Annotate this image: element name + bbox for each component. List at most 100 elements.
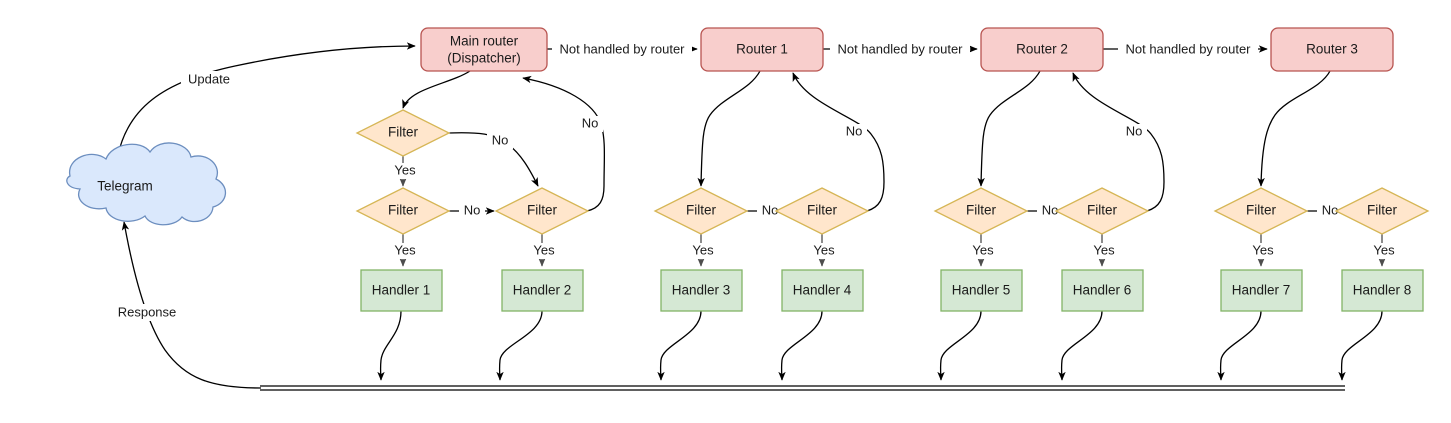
main-router-label-line1: Main router bbox=[450, 34, 519, 49]
handler-3-label: Handler 3 bbox=[672, 283, 731, 298]
handler-4-label: Handler 4 bbox=[793, 283, 852, 298]
edge-label-yes-g-h6: Yes bbox=[1093, 242, 1115, 257]
filter-d-shape bbox=[653, 187, 749, 235]
edge-label-no-d-e: No bbox=[762, 202, 779, 217]
router-3-shape bbox=[1270, 27, 1394, 72]
node-main-router[interactable]: Main router (Dispatcher) bbox=[420, 27, 548, 72]
cloud-shape bbox=[66, 142, 227, 226]
edge-handler-3-to-rail bbox=[657, 310, 702, 381]
router-3-label: Router 3 bbox=[1306, 42, 1358, 57]
main-router-label-line2: (Dispatcher) bbox=[447, 51, 521, 66]
edge-label-layer: Update Response Not handled by router No… bbox=[108, 41, 1399, 321]
node-handler-2[interactable]: Handler 2 bbox=[501, 269, 584, 312]
node-handler-3[interactable]: Handler 3 bbox=[660, 269, 743, 312]
edge-router-3-to-filter-h bbox=[1257, 70, 1331, 187]
node-handler-5[interactable]: Handler 5 bbox=[940, 269, 1023, 312]
handler-5-shape bbox=[940, 269, 1023, 312]
edge-label-no-c-main: No bbox=[582, 115, 599, 130]
handler-4-shape bbox=[781, 269, 864, 312]
edge-main-router-to-filter-a bbox=[402, 70, 471, 109]
edge-filter-g-to-router-2 bbox=[1072, 72, 1165, 212]
filter-h-shape bbox=[1213, 187, 1309, 235]
node-filter-e[interactable]: Filter bbox=[774, 187, 870, 235]
filter-d-label: Filter bbox=[686, 203, 717, 218]
handler-1-label: Handler 1 bbox=[372, 283, 431, 298]
edge-layer: Filter C --> Filter B --> Filter C --> H… bbox=[117, 42, 1386, 391]
edge-label-yes-a-b: Yes bbox=[394, 162, 416, 177]
edge-handler-1-to-rail bbox=[377, 310, 402, 381]
filter-g-label: Filter bbox=[1087, 203, 1118, 218]
filter-c-label: Filter bbox=[527, 203, 558, 218]
node-filter-i[interactable]: Filter bbox=[1334, 187, 1430, 235]
filter-b-label: Filter bbox=[388, 203, 419, 218]
edge-label-update: Update bbox=[188, 71, 230, 86]
edge-router-1-to-filter-d bbox=[697, 70, 761, 187]
handler-8-label: Handler 8 bbox=[1353, 283, 1412, 298]
main-router-shape bbox=[420, 27, 548, 72]
node-handler-1[interactable]: Handler 1 bbox=[360, 269, 443, 312]
filter-a-label: Filter bbox=[388, 125, 419, 140]
node-handler-8[interactable]: Handler 8 bbox=[1341, 269, 1424, 312]
edge-rail-to-telegram bbox=[121, 221, 262, 389]
handler-3-shape bbox=[660, 269, 743, 312]
filter-g-shape bbox=[1054, 187, 1150, 235]
node-filter-a[interactable]: Filter bbox=[355, 109, 451, 157]
node-filter-b[interactable]: Filter bbox=[355, 187, 451, 235]
router-2-shape bbox=[980, 27, 1104, 72]
edge-label-no-b-c: No bbox=[464, 202, 481, 217]
node-router-1[interactable]: Router 1 bbox=[700, 27, 824, 72]
filter-c-shape bbox=[494, 187, 590, 235]
edge-label-no-e-router1: No bbox=[846, 123, 863, 138]
edge-router-2-to-filter-f bbox=[977, 70, 1041, 187]
node-filter-c[interactable]: Filter bbox=[494, 187, 590, 235]
node-filter-f[interactable]: Filter bbox=[933, 187, 1029, 235]
edge-handler-5-to-rail bbox=[937, 310, 982, 381]
node-filter-h[interactable]: Filter bbox=[1213, 187, 1309, 235]
node-handler-7[interactable]: Handler 7 bbox=[1220, 269, 1303, 312]
edge-label-not-handled-2: Not handled by router bbox=[837, 41, 963, 56]
edge-label-no-g-router2: No bbox=[1126, 123, 1143, 138]
edge-handler-4-to-rail bbox=[778, 310, 823, 381]
edge-label-yes-i-h8: Yes bbox=[1373, 242, 1395, 257]
filter-i-label: Filter bbox=[1367, 203, 1398, 218]
edge-handler-7-to-rail bbox=[1217, 310, 1262, 381]
edge-label-yes-c-h2: Yes bbox=[533, 242, 555, 257]
handler-1-shape bbox=[360, 269, 443, 312]
node-router-3[interactable]: Router 3 bbox=[1270, 27, 1394, 72]
router-1-label: Router 1 bbox=[736, 42, 788, 57]
edge-label-no-a-c: No bbox=[492, 132, 509, 147]
node-handler-6[interactable]: Handler 6 bbox=[1061, 269, 1144, 312]
edge-label-yes-d-h3: Yes bbox=[692, 242, 714, 257]
filter-h-label: Filter bbox=[1246, 203, 1277, 218]
handler-2-label: Handler 2 bbox=[513, 283, 572, 298]
handler-8-shape bbox=[1341, 269, 1424, 312]
node-telegram-cloud[interactable]: Telegram bbox=[66, 142, 227, 226]
handler-2-shape bbox=[501, 269, 584, 312]
handler-6-shape bbox=[1061, 269, 1144, 312]
node-filter-g[interactable]: Filter bbox=[1054, 187, 1150, 235]
cloud-label: Telegram bbox=[97, 179, 153, 194]
handler-7-shape bbox=[1220, 269, 1303, 312]
node-handler-4[interactable]: Handler 4 bbox=[781, 269, 864, 312]
node-router-2[interactable]: Router 2 bbox=[980, 27, 1104, 72]
edge-label-no-f-g: No bbox=[1042, 202, 1059, 217]
edge-label-not-handled-3: Not handled by router bbox=[1125, 41, 1251, 56]
edge-label-yes-e-h4: Yes bbox=[813, 242, 835, 257]
filter-i-shape bbox=[1334, 187, 1430, 235]
edge-handler-8-to-rail bbox=[1338, 310, 1383, 381]
edge-handler-2-to-rail bbox=[496, 310, 543, 381]
edge-label-response: Response bbox=[118, 304, 177, 319]
handler-6-label: Handler 6 bbox=[1073, 283, 1132, 298]
filter-e-label: Filter bbox=[807, 203, 838, 218]
edge-label-yes-f-h5: Yes bbox=[972, 242, 994, 257]
edge-telegram-to-main-router bbox=[117, 42, 416, 156]
edge-label-no-h-i: No bbox=[1322, 202, 1339, 217]
node-filter-d[interactable]: Filter bbox=[653, 187, 749, 235]
router-1-shape bbox=[700, 27, 824, 72]
edge-label-yes-h-h7: Yes bbox=[1252, 242, 1274, 257]
handler-5-label: Handler 5 bbox=[952, 283, 1011, 298]
edge-filter-e-to-router-1 bbox=[792, 72, 885, 212]
filter-f-label: Filter bbox=[966, 203, 997, 218]
filter-f-shape bbox=[933, 187, 1029, 235]
